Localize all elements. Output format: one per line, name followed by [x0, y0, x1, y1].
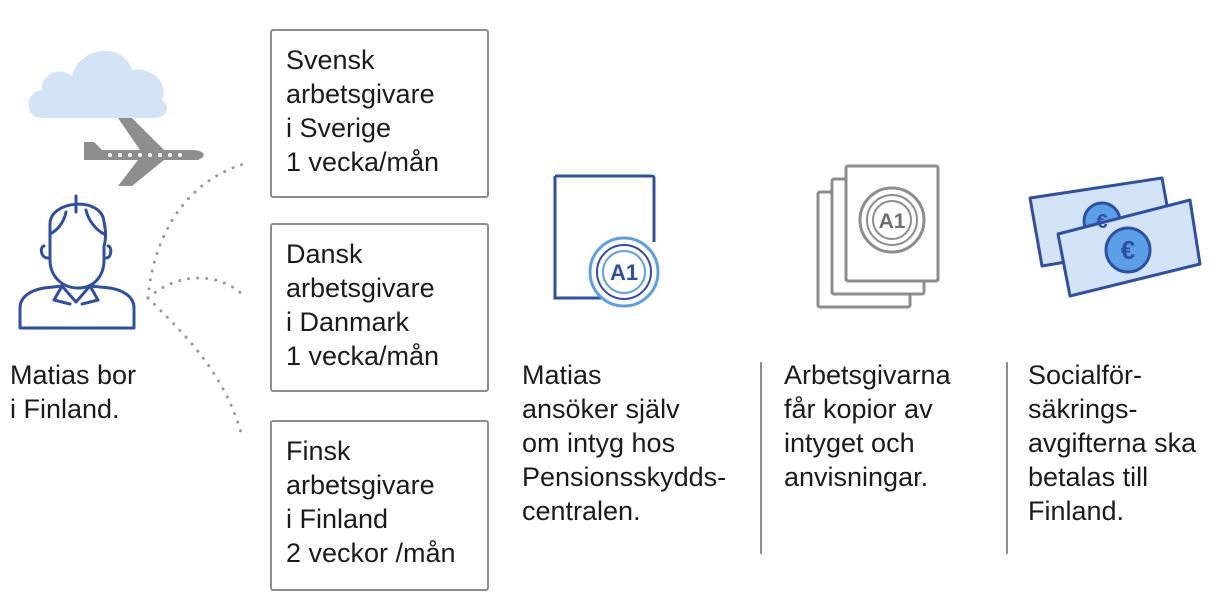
person-caption: Matias bor i Finland.: [10, 360, 137, 424]
divider: [760, 362, 762, 554]
employer-text: Dansk arbetsgivare i Danmark 1 vecka/mån: [286, 239, 440, 371]
employer-box-finland: Finsk arbetsgivare i Finland 2 veckor /m…: [270, 420, 489, 591]
person-icon: [18, 194, 136, 330]
a1-copies-icon: A1: [816, 164, 940, 309]
a1-copy-badge-text: A1: [879, 210, 906, 233]
euro-symbol: €: [1096, 211, 1107, 233]
employer-box-sweden: Svensk arbetsgivare i Sverige 1 vecka/må…: [270, 29, 489, 198]
euro-symbol: €: [1121, 235, 1135, 265]
airplane-icon: [84, 118, 204, 186]
cloud-icon: [28, 50, 168, 118]
step-text-application: Matias ansöker själv om intyg hos Pensio…: [522, 360, 727, 526]
employer-box-denmark: Dansk arbetsgivare i Danmark 1 vecka/mån: [270, 223, 489, 392]
divider: [1006, 362, 1008, 554]
employer-text: Svensk arbetsgivare i Sverige 1 vecka/må…: [286, 45, 440, 177]
employer-text: Finsk arbetsgivare i Finland 2 veckor /m…: [286, 436, 456, 568]
euro-banknotes-icon: € €: [1028, 176, 1202, 298]
dotted-connectors: [146, 162, 246, 438]
a1-certificate-icon: A1: [553, 174, 660, 308]
step-text-contributions: Socialför- säkrings- avgifterna ska beta…: [1028, 360, 1197, 526]
a1-badge-text: A1: [610, 260, 638, 285]
step-text-copies: Arbetsgivarna får kopior av intyget och …: [784, 360, 951, 492]
